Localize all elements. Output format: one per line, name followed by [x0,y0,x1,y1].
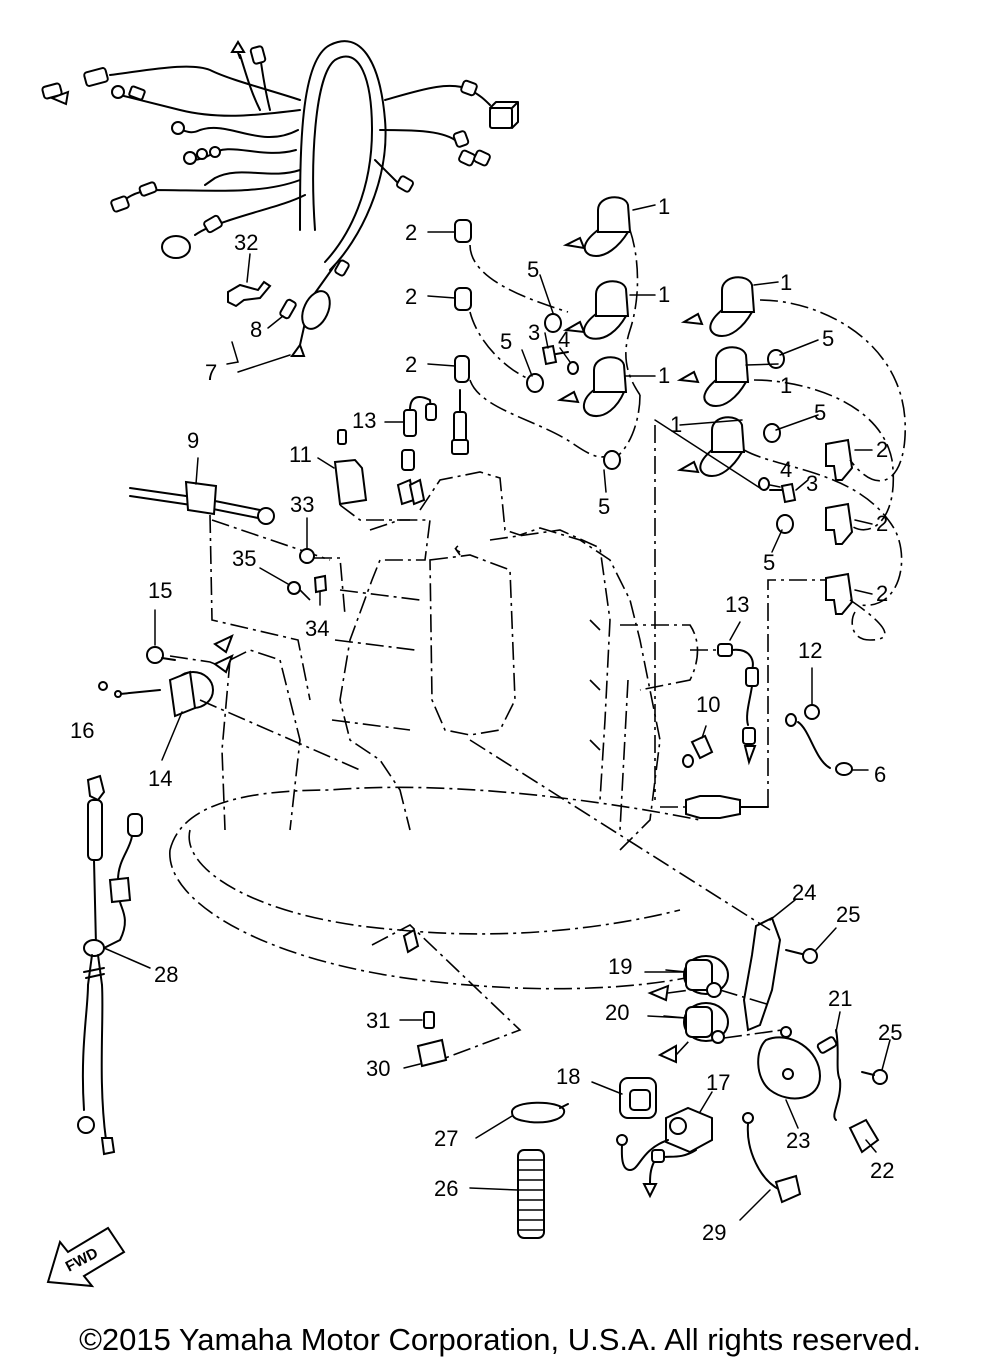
callout-13: 13 [725,592,749,617]
part-24-bracket [371,739,796,1061]
part-26-sleeve [469,1149,545,1239]
part-14-solenoid [114,670,214,761]
callout-23: 23 [786,1128,810,1153]
callout-11: 11 [289,442,312,467]
callout-16: 16 [70,718,94,743]
callout-9: 9 [187,428,199,453]
callout-labels: 1 1 1 1 1 1 2 2 2 2 2 2 3 3 4 4 5 5 5 5 … [70,194,902,1245]
callout-5: 5 [598,494,610,519]
callout-20: 20 [605,1000,629,1025]
callout-2: 2 [876,511,888,536]
part-21-strap [816,1011,842,1121]
fwd-direction-arrow: FWD [46,1226,126,1288]
callout-1: 1 [780,373,792,398]
part-13-sensor-right [690,621,759,766]
callout-15: 15 [148,578,172,603]
callout-8: 8 [250,317,262,342]
engine-block-outline [169,471,721,990]
callout-1: 1 [780,270,792,295]
callout-22: 22 [870,1158,894,1183]
part-16-grommet [98,681,108,691]
spark-plug-center [451,389,469,455]
callout-5: 5 [763,550,775,575]
part-27-clip [475,1101,569,1139]
callout-25: 25 [836,902,860,927]
callout-7: 7 [205,360,217,385]
copyright-notice: ©2015 Yamaha Motor Corporation, U.S.A. A… [79,1322,921,1357]
callout-29: 29 [702,1220,726,1245]
part-20-relay [657,1002,783,1064]
callout-18: 18 [556,1064,580,1089]
callout-2: 2 [876,581,888,606]
callout-1: 1 [658,282,670,307]
part-8-fuse [267,298,297,329]
part-11-bracket [317,429,410,521]
callout-2: 2 [405,220,417,245]
part-23-cover [757,1026,822,1129]
callout-3: 3 [806,471,818,496]
callout-4: 4 [558,327,570,352]
callout-28: 28 [154,962,178,987]
callout-30: 30 [366,1056,390,1081]
callout-10: 10 [696,692,720,717]
callout-1: 1 [658,194,670,219]
part-30-31 [399,928,448,1069]
exploded-parts-diagram: FWD 1 1 1 1 1 1 2 2 2 2 2 2 3 3 4 4 5 5 … [41,40,906,1288]
part-10-clamp [682,725,714,768]
part-32-clamp [227,253,272,308]
ignition-coil-group [454,196,906,641]
part-35-screw [259,567,328,606]
callout-17: 17 [706,1070,730,1095]
callout-31: 31 [366,1008,390,1033]
callout-5: 5 [822,326,834,351]
part-18-connector [591,1077,657,1119]
part-25-bolts [785,927,891,1085]
part-29-lead [739,1112,802,1221]
part-12-bolt [785,667,853,776]
callout-33: 33 [290,492,314,517]
callout-27: 27 [434,1126,458,1151]
part-13-sensor-top [384,396,437,506]
callout-26: 26 [434,1176,458,1201]
callout-25: 25 [878,1020,902,1045]
part-28-lead-wire [77,774,151,1156]
part-22-cap [848,1118,880,1154]
part-15-bolt [146,609,361,771]
callout-4: 4 [780,457,792,482]
callout-3: 3 [528,320,540,345]
callout-13: 13 [352,408,376,433]
callout-34: 34 [305,616,329,641]
callout-6: 6 [874,762,886,787]
callout-12: 12 [798,638,822,663]
callout-5: 5 [527,257,539,282]
callout-5: 5 [500,329,512,354]
wire-harness [41,40,519,357]
callout-32: 32 [234,230,258,255]
leader-7 [226,341,291,373]
part-17-regulator [616,1091,713,1199]
callout-14: 14 [148,766,172,791]
callout-35: 35 [232,546,256,571]
callout-1: 1 [658,363,670,388]
callout-19: 19 [608,954,632,979]
callout-2: 2 [405,352,417,377]
callout-1: 1 [670,412,682,437]
temp-sensor-plug [619,425,826,831]
callout-2: 2 [405,284,417,309]
part-19-relay [647,955,771,1006]
callout-2: 2 [876,437,888,462]
callout-21: 21 [828,986,852,1011]
callout-5: 5 [814,400,826,425]
part-33-screw [299,517,346,616]
callout-24: 24 [792,880,816,905]
